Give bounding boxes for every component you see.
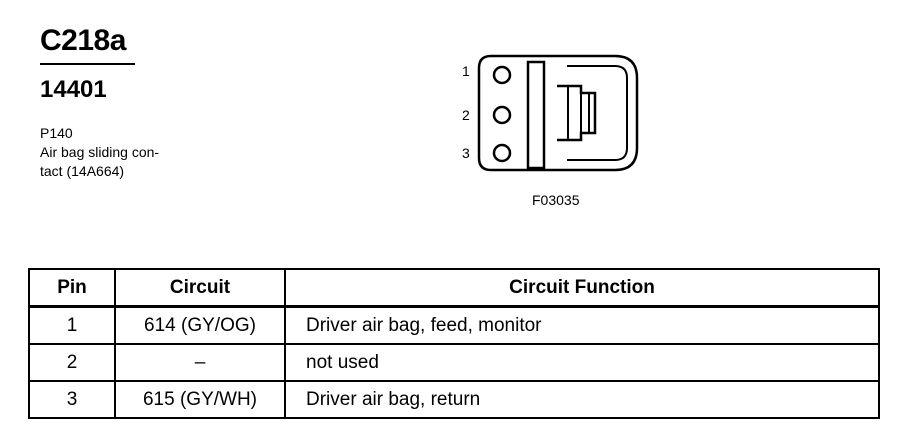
connector-inner-outline — [567, 65, 628, 161]
cell-circuit: 614 (GY/OG) — [114, 305, 286, 345]
pin-cavity-3 — [492, 143, 512, 163]
connector-latch — [557, 84, 597, 142]
header-circuit: Circuit — [114, 268, 286, 308]
connector-diagram: 1 2 3 — [462, 54, 639, 172]
header-circuit-function: Circuit Function — [284, 268, 880, 308]
pin-cavity-2 — [492, 105, 512, 125]
table-row: 3 615 (GY/WH) Driver air bag, return — [28, 380, 880, 419]
pin-cavity-1 — [492, 65, 512, 85]
pin-label-3: 3 — [462, 145, 470, 161]
figure-id: F03035 — [532, 192, 580, 208]
pin-label-1: 1 — [462, 63, 470, 79]
header-pin: Pin — [28, 268, 116, 308]
table-header-row: Pin Circuit Circuit Function — [28, 268, 880, 308]
cell-circuit: 615 (GY/WH) — [114, 380, 286, 419]
cell-circuit: – — [114, 343, 286, 382]
cell-function: Driver air bag, feed, monitor — [284, 305, 880, 345]
connector-housing — [477, 54, 639, 172]
pin-label-2: 2 — [462, 107, 470, 123]
connector-description: P140 Air bag sliding con- tact (14A664) — [40, 124, 200, 181]
description-line: Air bag sliding con- — [40, 144, 160, 160]
terminal-bar — [526, 60, 546, 170]
title-underline — [40, 63, 135, 65]
cell-function: Driver air bag, return — [284, 380, 880, 419]
description-line: tact (14A664) — [40, 163, 125, 179]
cell-function: not used — [284, 343, 880, 382]
cell-pin: 3 — [28, 380, 116, 419]
description-line: P140 — [40, 125, 73, 141]
table-row: 2 – not used — [28, 343, 880, 382]
connector-title: C218a — [40, 24, 126, 57]
table-row: 1 614 (GY/OG) Driver air bag, feed, moni… — [28, 305, 880, 345]
cell-pin: 2 — [28, 343, 116, 382]
pin-table: Pin Circuit Circuit Function 1 614 (GY/O… — [28, 268, 880, 419]
part-number: 14401 — [40, 76, 107, 103]
cell-pin: 1 — [28, 305, 116, 345]
